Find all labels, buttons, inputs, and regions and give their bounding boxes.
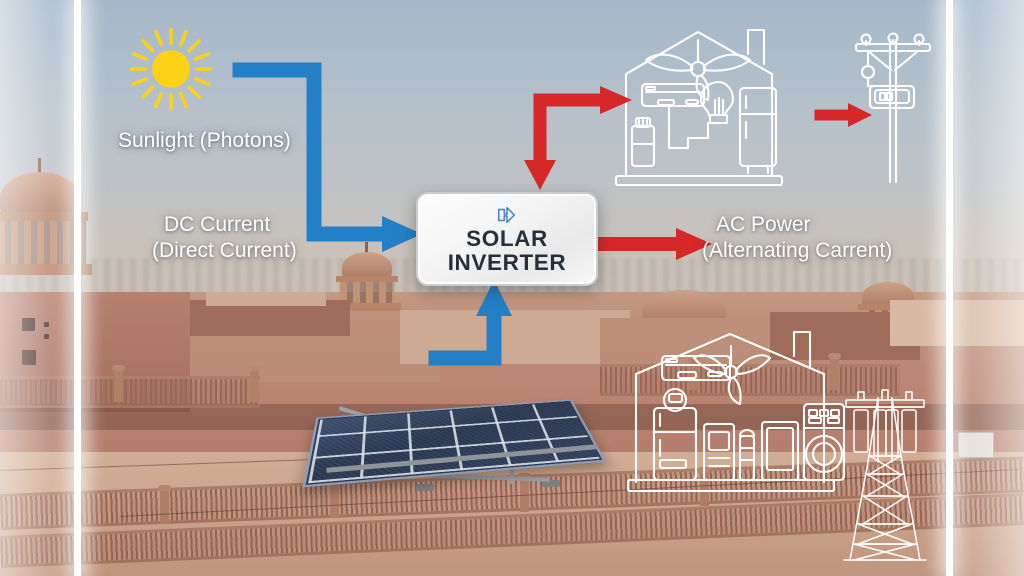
- fan-blade: [736, 355, 770, 374]
- washing-machine: [804, 404, 844, 480]
- insulator-cap: [858, 392, 864, 400]
- railing-pillar: [828, 353, 841, 390]
- sun-icon: [128, 26, 214, 112]
- railing-pillar: [248, 365, 261, 402]
- tower-right-leg: [892, 398, 920, 560]
- insulator-string: [854, 410, 868, 452]
- dc-arrow-sunlight: [232, 56, 426, 256]
- chimney: [794, 332, 810, 368]
- railing-pillar: [112, 365, 125, 402]
- inverter-label-line2: INVERTER: [447, 249, 567, 275]
- fan-hub: [691, 62, 705, 76]
- tower-crossarm: [846, 400, 924, 407]
- house-wiring: [669, 106, 708, 148]
- terrace-slab: [206, 292, 326, 306]
- microwave: [704, 424, 734, 480]
- power-transform-icon: [496, 204, 518, 226]
- fan-blade: [696, 76, 708, 100]
- ac-arrow-inverter-to-house: [593, 224, 714, 264]
- array-foot: [542, 480, 560, 487]
- ac-arrow-house-to-pole: [814, 100, 874, 130]
- transmission-tower-icon: [838, 386, 932, 562]
- frame-bar-right: [946, 0, 953, 576]
- drop-insulator: [862, 66, 874, 78]
- house-floor: [628, 480, 834, 491]
- chhatri-pavilion-mid: [333, 242, 401, 312]
- water-heater: [664, 389, 686, 411]
- railing-pillar: [158, 485, 171, 524]
- ac-arrow-elbow-to-house: [518, 84, 634, 190]
- air-conditioner: [662, 356, 730, 380]
- brace: [895, 51, 918, 70]
- fan-blade: [704, 55, 750, 71]
- utility-pole-icon: [850, 30, 936, 185]
- insulator-cap: [906, 392, 912, 400]
- frame-bar-left: [74, 0, 81, 576]
- house-floor: [616, 176, 782, 185]
- slim-appliance: [740, 436, 754, 480]
- water-purifier: [632, 126, 654, 166]
- service-drop: [868, 78, 878, 86]
- fan-blade: [646, 55, 692, 71]
- house-outline: [626, 32, 772, 176]
- dc-arrow-panel-to-inverter: [428, 280, 518, 372]
- solar-panel-array: [296, 352, 626, 502]
- house-appliances-icon-bottom: [626, 328, 844, 494]
- terrace-slab: [190, 336, 440, 382]
- refrigerator: [740, 88, 776, 166]
- brace: [868, 51, 891, 70]
- chimney: [748, 30, 764, 64]
- carved-railing: [600, 364, 900, 396]
- fan-blade: [729, 378, 741, 404]
- air-conditioner: [642, 84, 704, 106]
- array-foot: [416, 484, 434, 491]
- television: [762, 422, 798, 480]
- solar-inverter-box[interactable]: SOLAR INVERTER: [416, 192, 598, 286]
- insulator-string: [902, 410, 916, 452]
- solar-cells: [308, 401, 600, 484]
- inverter-label-line1: SOLAR: [466, 225, 548, 251]
- electric-meter-box: [870, 86, 914, 108]
- house-appliances-icon-top: [612, 26, 844, 186]
- insulator-cap: [882, 390, 888, 400]
- refrigerator: [654, 408, 696, 480]
- washer-drum: [806, 436, 842, 472]
